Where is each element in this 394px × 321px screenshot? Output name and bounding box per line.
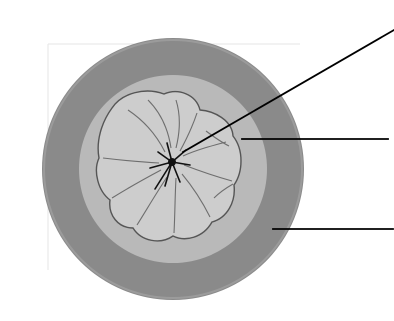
center-dot [168, 158, 176, 166]
